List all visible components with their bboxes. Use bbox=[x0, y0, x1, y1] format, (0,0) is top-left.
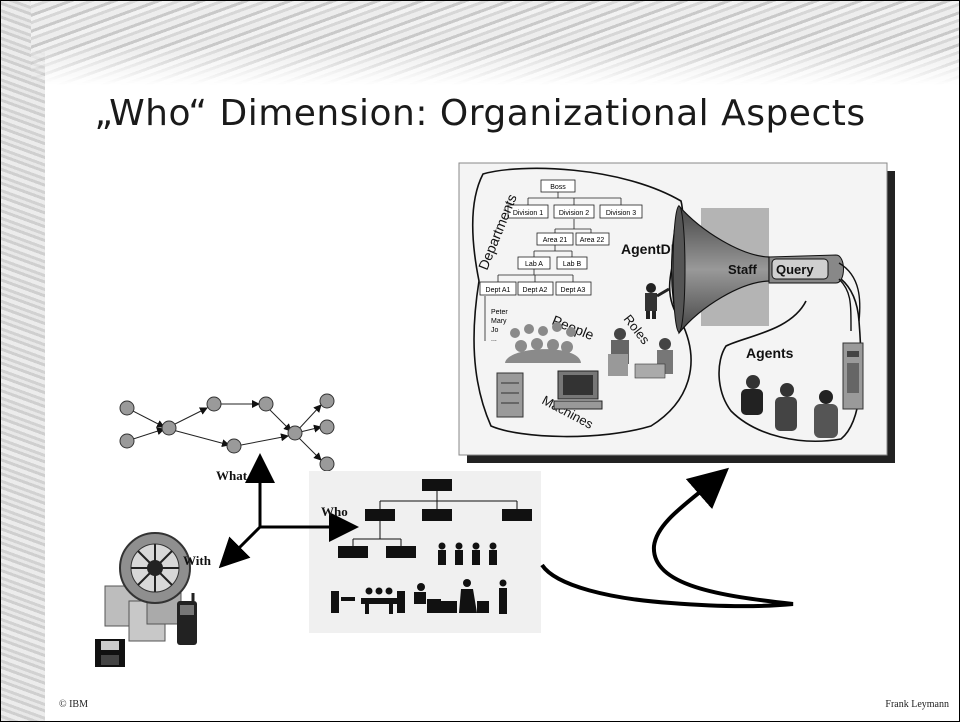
roles-figures-icon bbox=[608, 328, 673, 379]
with-axis-label: With bbox=[183, 553, 212, 568]
workplace-scenes-icon bbox=[331, 579, 507, 614]
org-lab-a: Lab A bbox=[525, 261, 543, 268]
who-axis-label: Who bbox=[321, 504, 348, 519]
agents-outline bbox=[718, 264, 862, 442]
org-boss: Boss bbox=[550, 184, 566, 191]
agentdb-panel: Boss Division 1 Division 2 Division 3 Ar… bbox=[458, 162, 895, 463]
process-node bbox=[206, 396, 222, 412]
org-division-3: Division 3 bbox=[606, 210, 636, 217]
with-axis bbox=[218, 525, 262, 569]
staff-label: Staff bbox=[728, 262, 758, 277]
agent-server-icon bbox=[842, 342, 864, 410]
agents-label: Agents bbox=[746, 345, 794, 361]
org-box-top bbox=[422, 479, 452, 491]
org-box bbox=[365, 509, 395, 521]
process-node bbox=[119, 433, 135, 449]
org-box bbox=[422, 509, 452, 521]
query-pipe bbox=[771, 258, 829, 280]
org-dept-a2: Dept A2 bbox=[523, 287, 548, 294]
org-area-22: Area 22 bbox=[580, 237, 605, 244]
query-funnel-icon bbox=[670, 204, 861, 335]
manager-figure-icon bbox=[645, 283, 670, 319]
footer-author: Frank Leymann bbox=[885, 699, 949, 710]
person-more: ... bbox=[491, 336, 497, 343]
slide-title: „Who“ Dimension: Organizational Aspects bbox=[94, 93, 866, 134]
process-node bbox=[161, 420, 177, 436]
floppy-disk-icon bbox=[95, 639, 125, 667]
process-graph bbox=[119, 393, 335, 472]
footer-copyright: © IBM bbox=[59, 699, 88, 710]
who-org-box bbox=[309, 471, 541, 633]
process-node bbox=[258, 396, 274, 412]
process-node bbox=[119, 400, 135, 416]
org-chart: Boss Division 1 Division 2 Division 3 Ar… bbox=[479, 179, 643, 343]
phone-icon bbox=[177, 593, 197, 645]
agentdb-title: AgentDB bbox=[621, 241, 681, 257]
org-dept-a3: Dept A3 bbox=[561, 287, 586, 294]
people-crowd-icon bbox=[505, 322, 581, 363]
person-mary: Mary bbox=[491, 318, 507, 325]
server-icon bbox=[496, 372, 524, 418]
org-box bbox=[502, 509, 532, 521]
dimension-axes bbox=[218, 453, 359, 569]
org-area-21: Area 21 bbox=[543, 237, 568, 244]
staff-figures-icon bbox=[438, 542, 497, 565]
process-node bbox=[319, 456, 335, 472]
process-node bbox=[287, 425, 303, 441]
workstation-icon bbox=[553, 370, 603, 410]
top-foliage-texture bbox=[31, 1, 959, 85]
org-box bbox=[386, 546, 416, 558]
process-node bbox=[319, 393, 335, 409]
process-node bbox=[226, 438, 242, 454]
what-axis-label: What bbox=[216, 468, 248, 483]
org-division-2: Division 2 bbox=[559, 210, 589, 217]
resources-cluster bbox=[95, 532, 197, 667]
org-division-1: Division 1 bbox=[513, 210, 543, 217]
process-node bbox=[319, 419, 335, 435]
org-box bbox=[338, 546, 368, 558]
person-jo: Jo bbox=[491, 327, 499, 334]
agent-persons-icon bbox=[741, 375, 838, 438]
left-marble-texture bbox=[1, 1, 45, 721]
org-dept-a1: Dept A1 bbox=[486, 287, 511, 294]
gear-wheel-icon bbox=[119, 532, 191, 604]
query-label: Query bbox=[776, 262, 814, 277]
agentdb-outline bbox=[471, 167, 692, 438]
org-lab-b: Lab B bbox=[563, 261, 582, 268]
person-peter: Peter bbox=[491, 309, 508, 316]
curved-flow-arrow bbox=[540, 467, 794, 609]
